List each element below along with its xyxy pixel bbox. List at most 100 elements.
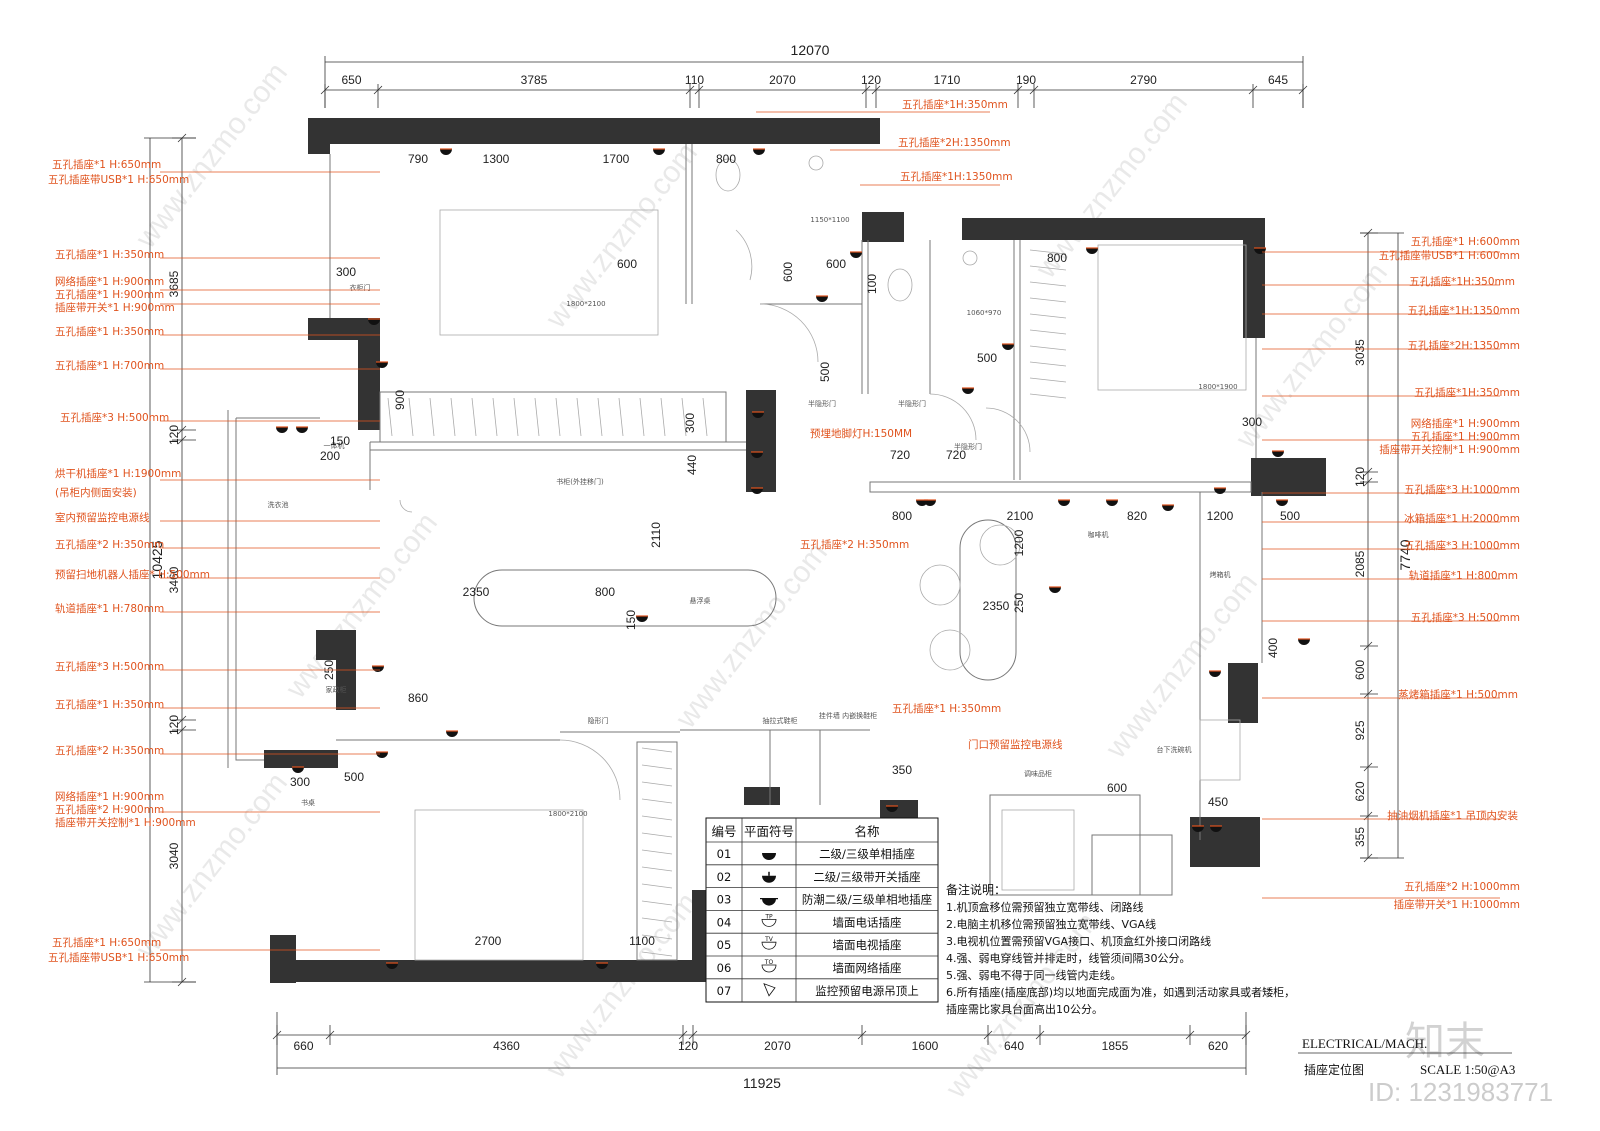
interior-dim: 600 xyxy=(826,257,846,271)
socket-label: 五孔插座*3 H:500mm xyxy=(60,411,169,424)
socket-icon xyxy=(1276,500,1288,506)
interior-dim: 900 xyxy=(393,390,407,410)
legend-row-name: 监控预留电源吊顶上 xyxy=(815,984,919,998)
dim-top-segment: 190 xyxy=(1016,73,1036,87)
socket-icon xyxy=(636,616,648,622)
socket-label: 烘干机插座*1 H:1900mm xyxy=(55,467,181,480)
dim-top-segment: 120 xyxy=(861,73,881,87)
socket-label: 预留扫地机器人插座* H:500mm xyxy=(55,568,210,581)
socket-label: 五孔插座*1 H:350mm xyxy=(55,325,164,338)
interior-dim: 300 xyxy=(290,775,310,789)
dim-top-segment: 2790 xyxy=(1130,73,1157,87)
socket-icon xyxy=(1298,639,1310,645)
watermark-text: www.znzmo.com xyxy=(129,57,294,255)
interior-dim: 1300 xyxy=(483,152,510,166)
legend-symbol-code: TO xyxy=(764,959,774,966)
socket-label: 五孔插座带USB*1 H:600mm xyxy=(1379,249,1520,262)
interior-dim: 300 xyxy=(336,265,356,279)
socket-icon xyxy=(292,767,304,773)
note-line: 1.机顶盒移位需预留独立宽带线、闭路线 xyxy=(946,900,1144,914)
socket-label: 五孔插座*2 H:350mm xyxy=(55,538,164,551)
wall-socket-icon xyxy=(761,964,777,973)
socket-label: 五孔插座*1H:1350mm xyxy=(1407,304,1520,317)
watermark-text: www.znzmo.com xyxy=(279,507,444,705)
dim-right-segment: 120 xyxy=(1353,467,1367,487)
legend-header-no: 编号 xyxy=(711,824,736,839)
socket-icon xyxy=(751,488,763,494)
interior-dim: 200 xyxy=(320,449,340,463)
legend-row-no: 05 xyxy=(717,938,732,952)
socket-icon xyxy=(816,296,828,302)
dim-right-segment: 2085 xyxy=(1353,550,1367,577)
legend-row-no: 07 xyxy=(717,984,732,998)
dim-right-segment: 620 xyxy=(1353,781,1367,801)
leader-lines xyxy=(160,111,1500,951)
socket-label: 五孔插座*1 H:650mm xyxy=(52,936,161,949)
door-note: 半隐形门 xyxy=(808,399,836,408)
socket-label: 五孔插座带USB*1 H:650mm xyxy=(48,951,189,964)
dim-right-segment: 355 xyxy=(1353,827,1367,847)
note-line: 3.电视机位置需预留VGA接口、机顶盒红外接口闭路线 xyxy=(946,934,1211,948)
socket-label: 五孔插座*1 H:900mm xyxy=(55,288,164,301)
oven-note: 烤箱机 xyxy=(1210,570,1231,579)
socket-icon xyxy=(1086,248,1098,254)
note-line: 6.所有插座(插座底部)均以地面完成面为准，如遇到活动家具或者矮柜， xyxy=(946,985,1295,999)
socket-label: 五孔插座*1 H:350mm xyxy=(55,248,164,261)
socket-label: 轨道插座*1 H:800mm xyxy=(1409,569,1518,582)
bed-size-note: 1800*2100 xyxy=(548,810,587,818)
interior-dim: 1200 xyxy=(1012,529,1026,556)
socket-icon xyxy=(1272,451,1284,457)
socket-label: 五孔插座*1 H:600mm xyxy=(1411,235,1520,248)
interior-dim: 1700 xyxy=(603,152,630,166)
legend-row-no: 01 xyxy=(717,847,732,861)
dim-bottom-segment: 660 xyxy=(293,1039,313,1053)
note-line: 插座需比家具台面高出10公分。 xyxy=(946,1002,1103,1016)
shoe-cabinet-note: 抽拉式鞋柜 xyxy=(763,716,798,725)
legend-row-no: 03 xyxy=(717,893,732,907)
dim-bottom-segment: 640 xyxy=(1004,1039,1024,1053)
socket-label: 网络插座*1 H:900mm xyxy=(55,275,164,288)
socket-icon xyxy=(446,731,458,737)
socket-label: 五孔插座*1H:1350mm xyxy=(900,170,1013,183)
socket-label: 蒸烤箱插座*1 H:500mm xyxy=(1398,688,1518,701)
socket-label: 五孔插座*2H:1350mm xyxy=(898,136,1011,149)
right-socket-labels: 五孔插座*1 H:600mm 五孔插座带USB*1 H:600mm 五孔插座*1… xyxy=(1379,235,1520,911)
hanger-wall-note: 挂件墙 内嵌换鞋柜 xyxy=(819,711,877,720)
interior-dim: 500 xyxy=(977,351,997,365)
socket-icon xyxy=(1058,500,1070,506)
legend-row-name: 二级/三级单相插座 xyxy=(819,847,915,861)
dim-bottom-segment: 620 xyxy=(1208,1039,1228,1053)
room-notes: 1800*2100 1800*1900 1800*2100 1150*1100 … xyxy=(268,216,1238,818)
interior-dim: 790 xyxy=(408,152,428,166)
socket-icon xyxy=(751,452,763,458)
socket-icon xyxy=(376,362,388,368)
interior-dim: 500 xyxy=(818,362,832,382)
interior-dim: 800 xyxy=(716,152,736,166)
floating-table-note: 悬浮桌 xyxy=(690,596,711,605)
interior-dim: 450 xyxy=(1208,795,1228,809)
coffee-machine-note: 咖啡机 xyxy=(1088,530,1109,539)
dim-top-segment: 110 xyxy=(685,73,704,87)
interior-dim: 800 xyxy=(892,509,912,523)
center-socket-labels: 五孔插座*1H:350mm 五孔插座*2H:1350mm 五孔插座*1H:135… xyxy=(800,98,1063,751)
watermark-text: www.znzmo.com xyxy=(539,137,704,335)
socket-label: 五孔插座带USB*1 H:650mm xyxy=(48,173,189,186)
socket-icon xyxy=(376,752,388,758)
interior-dim: 600 xyxy=(781,262,795,282)
wardrobe-door-note: 衣柜门 xyxy=(350,283,371,292)
socket-symbols xyxy=(276,148,1310,969)
legend-row-no: 02 xyxy=(717,870,732,884)
interior-lines xyxy=(227,144,1263,961)
socket-icon xyxy=(1002,344,1014,350)
socket-label: 五孔插座*1 H:900mm xyxy=(1411,430,1520,443)
socket-icon xyxy=(962,388,974,394)
dim-left-total: 10425 xyxy=(149,540,165,579)
interior-dim: 2350 xyxy=(983,599,1010,613)
socket-icon xyxy=(276,427,288,433)
socket-icon xyxy=(886,806,898,812)
note-line: 2.电脑主机移位需预留独立宽带线、VGA线 xyxy=(946,917,1156,931)
